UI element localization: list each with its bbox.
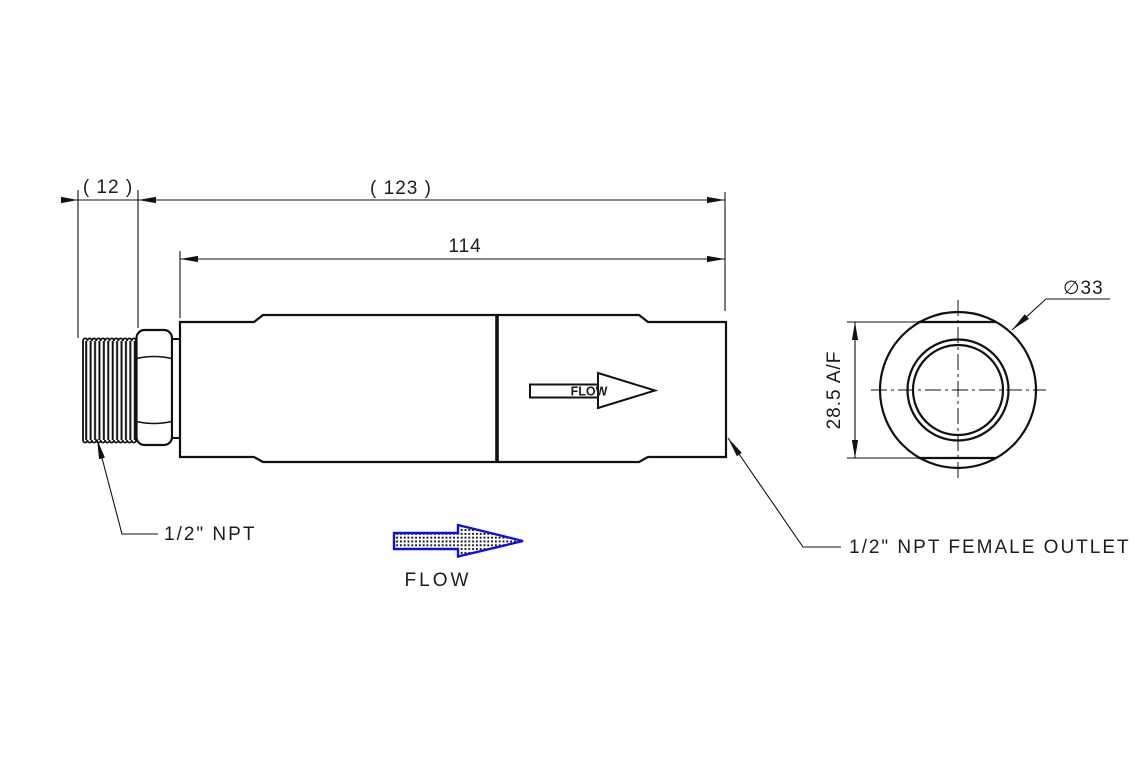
bore-circle <box>911 343 1005 437</box>
inlet-label: 1/2" NPT <box>164 524 256 545</box>
end-view: 28.5 A/F ∅33 <box>824 278 1110 479</box>
dim-arrow <box>851 322 859 340</box>
dim-text-across-flats: 28.5 A/F <box>824 351 845 430</box>
body-flow-arrow: FLOW <box>529 371 659 410</box>
dim-arrow <box>707 196 725 204</box>
diameter-leader-line <box>1011 298 1110 331</box>
body-flow-arrow-head <box>597 371 659 410</box>
flow-direction-indicator: FLOW <box>392 523 524 591</box>
dim-arrow <box>851 440 859 458</box>
outer-diameter-circle <box>878 310 1038 470</box>
dim-arrow <box>180 255 198 263</box>
thread-crest-top <box>82 337 137 342</box>
valve-body <box>178 313 728 464</box>
dim-text-thread-length: ( 12 ) <box>83 177 133 198</box>
dim-text-outer-diameter: ∅33 <box>1063 278 1104 299</box>
outlet-leader-line <box>727 437 841 548</box>
side-view: FLOW <box>82 313 728 464</box>
dim-arrow <box>138 196 156 204</box>
hex-facet-top <box>136 355 172 360</box>
side-view-dimensions: ( 12 ) ( 123 ) 114 <box>61 177 726 338</box>
hex-nut <box>135 328 174 447</box>
male-thread-section <box>82 337 137 444</box>
dim-arrow <box>707 255 725 263</box>
inner-circle <box>906 338 1010 442</box>
thread-crest-bottom <box>82 439 137 444</box>
outlet-label: 1/2" NPT FEMALE OUTLET <box>849 537 1131 558</box>
leader-arrow <box>728 438 742 457</box>
hex-outline <box>135 328 174 447</box>
neck-band <box>171 338 181 439</box>
flow-direction-label: FLOW <box>405 570 472 591</box>
thread-hatch <box>83 341 136 440</box>
dim-text-overall-length: ( 123 ) <box>370 178 432 199</box>
inlet-leader-line <box>96 438 158 535</box>
hex-facet-bottom <box>136 420 172 425</box>
flow-direction-arrow <box>392 523 524 559</box>
leader-labels: 1/2" NPT 1/2" NPT FEMALE OUTLET <box>96 437 1131 558</box>
leader-arrow <box>97 439 105 460</box>
dim-text-body-length: 114 <box>448 236 481 257</box>
dim-arrow <box>61 196 78 204</box>
leader-arrow <box>1012 314 1029 330</box>
body-flow-label: FLOW <box>571 385 608 399</box>
